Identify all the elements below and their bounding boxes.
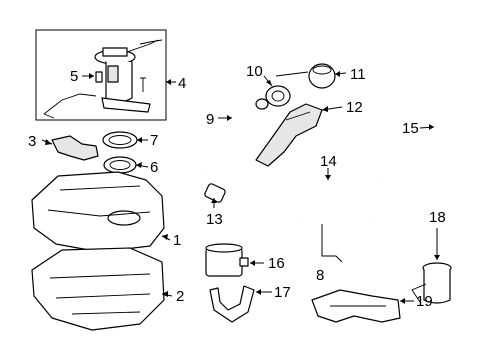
arrowheads <box>45 71 440 304</box>
callout-labels: 1 2 3 4 5 6 7 8 9 10 11 12 13 14 15 16 1… <box>28 63 446 310</box>
callout-9: 9 <box>206 111 214 128</box>
callout-18: 18 <box>429 209 446 226</box>
part-16-filter-canister <box>205 243 249 277</box>
callout-6: 6 <box>150 159 158 176</box>
fuel-pump-inset <box>35 29 167 121</box>
callout-5: 5 <box>70 68 78 85</box>
part-7-lock-ring <box>102 131 138 149</box>
part-6-seal <box>103 156 137 174</box>
callout-11: 11 <box>350 66 366 83</box>
part-9-filler-pipe <box>200 94 255 173</box>
part-10-filler-neck <box>255 85 291 110</box>
callout-15: 15 <box>402 120 419 137</box>
callout-1: 1 <box>173 232 181 249</box>
part-19-heat-shield <box>311 289 401 323</box>
part-1-fuel-tank <box>31 171 165 253</box>
part-8-tank-strap <box>299 179 425 269</box>
callout-19: 19 <box>416 293 433 310</box>
part-17-filter-bracket <box>209 285 255 323</box>
callout-12: 12 <box>346 99 363 116</box>
part-15-vent-hose <box>373 125 442 221</box>
callout-7: 7 <box>150 132 158 149</box>
callout-13: 13 <box>206 211 223 228</box>
part-3-bracket <box>51 135 99 161</box>
part-14-tank-strap <box>231 179 331 197</box>
part-12-filler-housing <box>255 103 323 167</box>
callout-2: 2 <box>176 288 184 305</box>
part-2-skid-plate <box>31 247 165 331</box>
callout-10: 10 <box>246 63 263 80</box>
callout-14: 14 <box>320 153 337 170</box>
part-18-vent-valve <box>411 262 452 304</box>
callout-4: 4 <box>178 75 186 92</box>
callout-8: 8 <box>316 267 324 284</box>
callout-16: 16 <box>268 255 285 272</box>
callout-17: 17 <box>274 284 291 301</box>
part-13-fuel-filter <box>204 183 226 203</box>
callout-3: 3 <box>28 133 36 150</box>
part-11-fuel-cap <box>275 63 336 89</box>
